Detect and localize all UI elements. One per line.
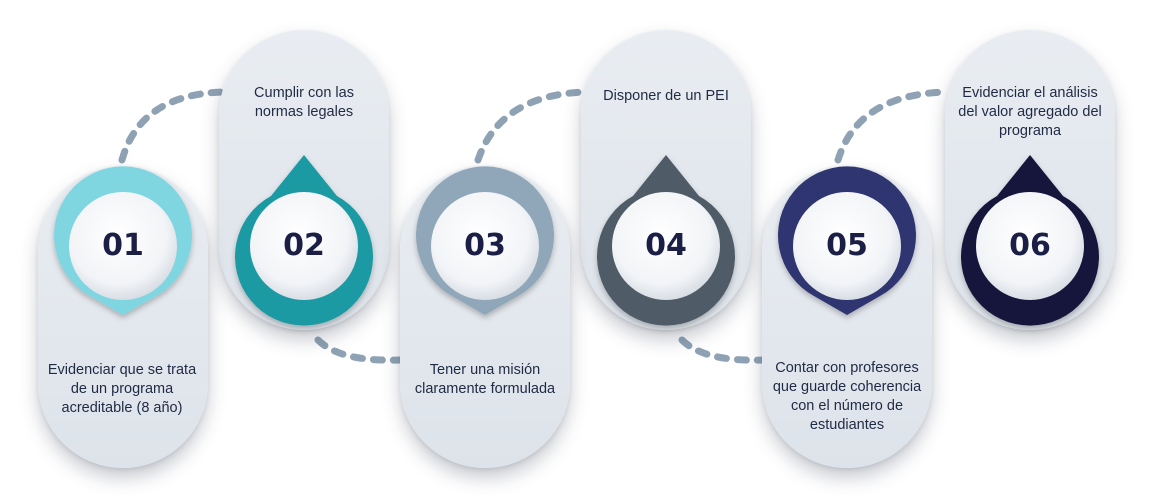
- pin-04: [597, 155, 736, 326]
- pin-05-disc: [793, 192, 901, 300]
- pin-02: [234, 155, 373, 326]
- step-02-number: 02: [283, 228, 325, 263]
- connector-02-03: [314, 336, 404, 364]
- step-05-text: Contar con profesores que guarde coheren…: [772, 360, 922, 433]
- pin-03-disc: [431, 192, 539, 300]
- step-06-number: 06: [1009, 228, 1051, 263]
- step-02-text: Cumplir con las normas legales: [254, 85, 354, 120]
- step-05-number: 05: [826, 228, 868, 263]
- pin-06-disc: [976, 192, 1084, 300]
- step-04-number: 04: [645, 228, 687, 263]
- connector-05-06: [834, 88, 949, 164]
- pin-04-disc: [612, 192, 720, 300]
- step-03-number: 03: [464, 228, 506, 263]
- pin-06: [961, 155, 1099, 326]
- step-01-text: Evidenciar que se trata de un programa a…: [47, 362, 197, 416]
- step-03-text: Tener una misión claramente formulada: [414, 362, 556, 397]
- step-04-text: Disponer de un PEI: [603, 88, 729, 104]
- connector-01-02: [118, 88, 226, 164]
- pin-01-disc: [69, 192, 177, 300]
- step-06-text: Evidenciar el análisis del valor agregad…: [958, 85, 1102, 139]
- pin-01: [54, 166, 192, 315]
- pin-02-disc: [250, 192, 358, 300]
- pin-05: [778, 166, 916, 315]
- step-01-number: 01: [102, 228, 144, 263]
- connector-03-04: [474, 88, 589, 164]
- connector-04-05: [678, 336, 768, 364]
- pin-03: [416, 166, 554, 315]
